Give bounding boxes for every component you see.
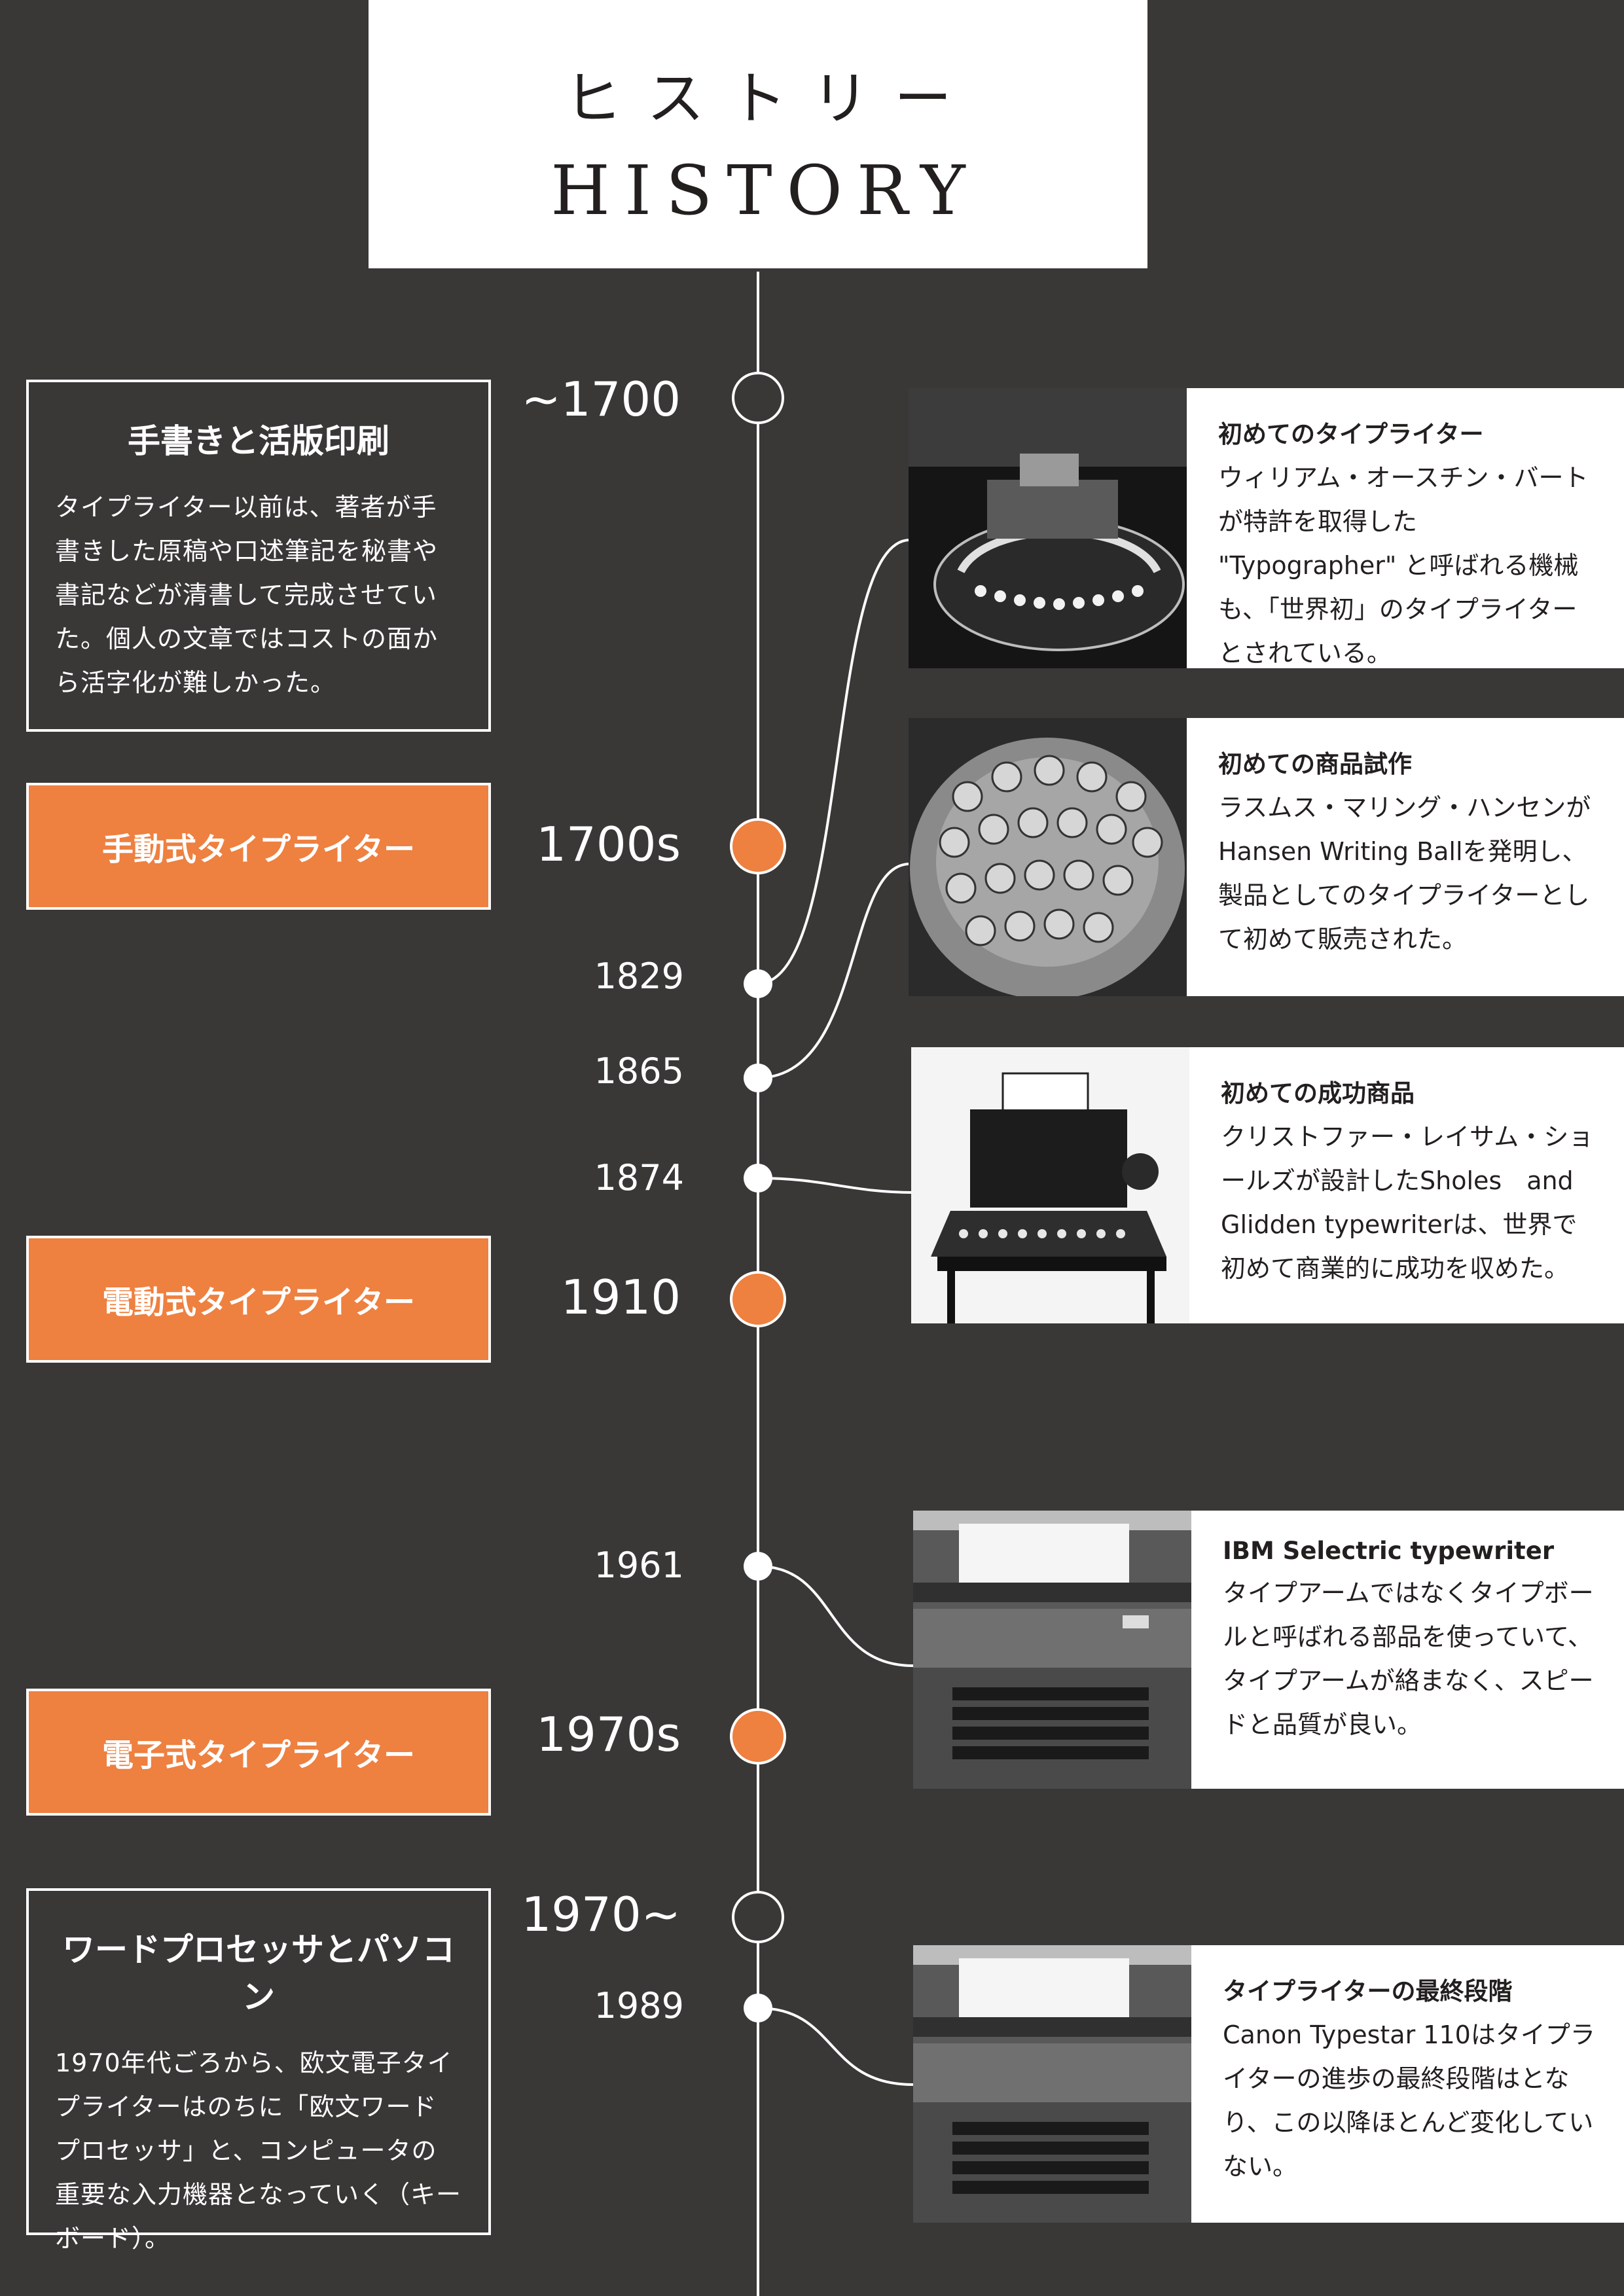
node-orange-1970s xyxy=(730,1708,786,1765)
year-label-1865: 1865 xyxy=(594,1050,684,1092)
card-body: クリストファー・レイサム・ショールズが設計したSholes and Glidde… xyxy=(1221,1122,1594,1283)
connector-1961 xyxy=(757,1565,914,1667)
connector-1874 xyxy=(757,1177,914,1194)
card-title: 初めての成功商品 xyxy=(1221,1079,1415,1107)
connector-1829 xyxy=(757,539,911,985)
connector-1989 xyxy=(757,2007,914,2086)
wordpro-text: 1970年代ごろから、欧文電子タイプライターはのちに「欧文ワードプロセッサ」と、… xyxy=(55,2049,461,2253)
page-title-en: HISTORY xyxy=(550,151,980,230)
card-body: Canon Typestar 110はタイプライターの進歩の最終段階はとなり、こ… xyxy=(1223,2020,1595,2181)
node-orange-1700s xyxy=(730,818,786,874)
node-dot-1829 xyxy=(744,969,772,998)
sholes-glidden-photo xyxy=(911,1047,1189,1323)
year-label-1829: 1829 xyxy=(594,956,684,997)
handwriting-title: 手書きと活版印刷 xyxy=(128,422,389,460)
year-label-1970-after: 1970~ xyxy=(521,1887,681,1942)
card-title: IBM Selectric typewriter xyxy=(1223,1537,1555,1565)
era-manual: 手動式タイプライター xyxy=(26,783,491,910)
typographer-photo xyxy=(909,388,1187,668)
year-label-1989: 1989 xyxy=(594,1985,684,2026)
card-body: ラスムス・マリング・ハンセンがHansen Writing Ballを発明し、製… xyxy=(1218,793,1591,954)
year-label-1910: 1910 xyxy=(560,1270,681,1325)
card-body: タイプアームではなくタイプボールと呼ばれる部品を使っていて、タイプアームが絡まな… xyxy=(1223,1579,1594,1739)
card-title: 初めての商品試作 xyxy=(1218,750,1412,778)
writing-ball-photo xyxy=(909,718,1187,996)
node-dot-1989 xyxy=(744,1994,772,2022)
node-open-1970-after xyxy=(732,1891,784,1943)
node-open-1700-before xyxy=(732,372,784,424)
year-label-1874: 1874 xyxy=(594,1157,684,1198)
year-label-1700-before: ~1700 xyxy=(521,372,681,427)
node-dot-1961 xyxy=(744,1552,772,1581)
page-title-ja: ヒストリー xyxy=(564,65,977,132)
card-writing-ball: 初めての商品試作 ラスムス・マリング・ハンセンがHansen Writing B… xyxy=(1187,718,1624,996)
card-ibm-selectric: IBM Selectric typewriter タイプアームではなくタイプボー… xyxy=(1191,1511,1624,1789)
card-body: ウィリアム・オースチン・バートが特許を取得した "Typographer" と呼… xyxy=(1218,463,1589,668)
handwriting-text: タイプライター以前は、著者が手書きした原稿や口述筆記を秘書や書記などが清書して完… xyxy=(55,493,439,697)
title-box: ヒストリー HISTORY xyxy=(369,0,1147,268)
era-electronic: 電子式タイプライター xyxy=(26,1689,491,1816)
handwriting-box: 手書きと活版印刷 タイプライター以前は、著者が手書きした原稿や口述筆記を秘書や書… xyxy=(26,380,491,732)
node-dot-1874 xyxy=(744,1164,772,1193)
connector-1865 xyxy=(757,863,911,1079)
card-typographer: 初めてのタイプライター ウィリアム・オースチン・バートが特許を取得した "Typ… xyxy=(1187,388,1624,668)
year-label-1961: 1961 xyxy=(594,1545,684,1586)
year-label-1970s: 1970s xyxy=(536,1707,681,1762)
card-title: タイプライターの最終段階 xyxy=(1223,1977,1513,2005)
card-title: 初めてのタイプライター xyxy=(1218,420,1484,448)
ibm-selectric-photo xyxy=(913,1511,1191,1789)
wordpro-title: ワードプロセッサとパソコン xyxy=(62,1930,455,2016)
node-dot-1865 xyxy=(744,1064,772,1092)
card-sholes-glidden: 初めての成功商品 クリストファー・レイサム・ショールズが設計したSholes a… xyxy=(1189,1047,1624,1323)
card-canon-typestar: タイプライターの最終段階 Canon Typestar 110はタイプライターの… xyxy=(1191,1945,1624,2223)
node-orange-1910 xyxy=(730,1271,786,1327)
canon-typestar-photo xyxy=(913,1945,1191,2223)
era-electric: 電動式タイプライター xyxy=(26,1236,491,1363)
year-label-1700s: 1700s xyxy=(536,817,681,872)
wordpro-box: ワードプロセッサとパソコン 1970年代ごろから、欧文電子タイプライターはのちに… xyxy=(26,1888,491,2253)
